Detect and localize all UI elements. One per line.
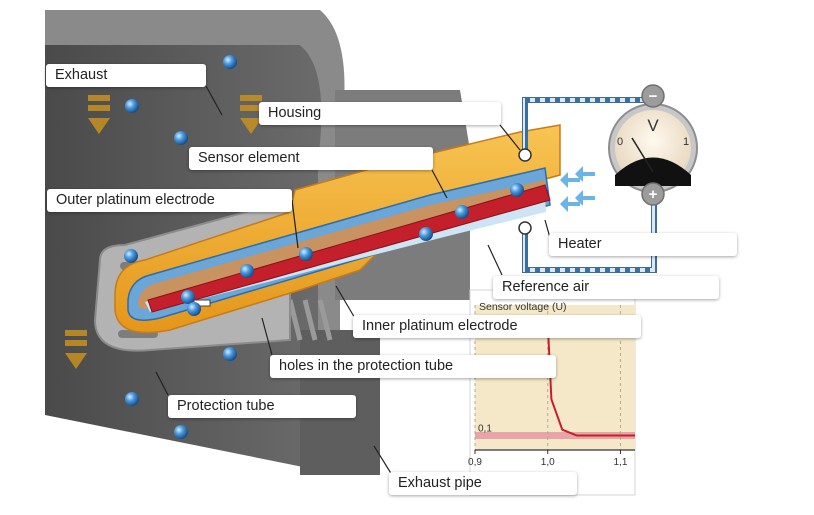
chart-ylabel: Sensor voltage (U): [479, 301, 567, 313]
outer-electrode-contact: [518, 148, 532, 162]
heater-rod: [147, 184, 551, 313]
exhaust-flow-arrows: [65, 95, 262, 369]
voltmeter-plus-terminal: +: [649, 186, 658, 203]
label-exhaust-pipe: Exhaust pipe: [389, 472, 577, 495]
chart-y-tick-label: 0,1: [478, 424, 492, 435]
label-heater: Heater: [549, 233, 737, 256]
gas-molecules: [124, 55, 524, 439]
label-exhaust: Exhaust: [46, 64, 206, 87]
label-holes-in-protection-tube: holes in the protection tube: [270, 355, 556, 378]
voltmeter-minus-terminal: −: [649, 88, 658, 105]
chart-x-ticks: 0,9 1,0 1,1: [468, 450, 628, 468]
thread-ridges: [287, 299, 333, 341]
inner-electrode-contact: [518, 221, 532, 235]
reference-air-arrows: [560, 166, 595, 212]
label-sensor-element: Sensor element: [189, 147, 433, 170]
voltmeter-needle: [631, 137, 654, 173]
label-protection-tube: Protection tube: [168, 395, 356, 418]
voltmeter: V 0 1 − +: [608, 84, 698, 206]
voltmeter-scale-min: 0: [617, 136, 623, 148]
label-reference-air: Reference air: [493, 276, 719, 299]
chart-x-tick-label: 1,1: [614, 457, 628, 468]
voltmeter-unit: V: [647, 116, 659, 135]
chart-threshold-band: [475, 432, 635, 439]
chart-x-tick-label: 1,0: [541, 457, 555, 468]
label-inner-platinum-electrode: Inner platinum electrode: [353, 315, 641, 338]
voltmeter-scale-max: 1: [683, 136, 689, 148]
label-outer-platinum-electrode: Outer platinum electrode: [47, 189, 292, 212]
chart-y-ticks: 0,1: [478, 424, 492, 435]
label-housing: Housing: [259, 102, 501, 125]
chart-x-tick-label: 0,9: [468, 457, 482, 468]
